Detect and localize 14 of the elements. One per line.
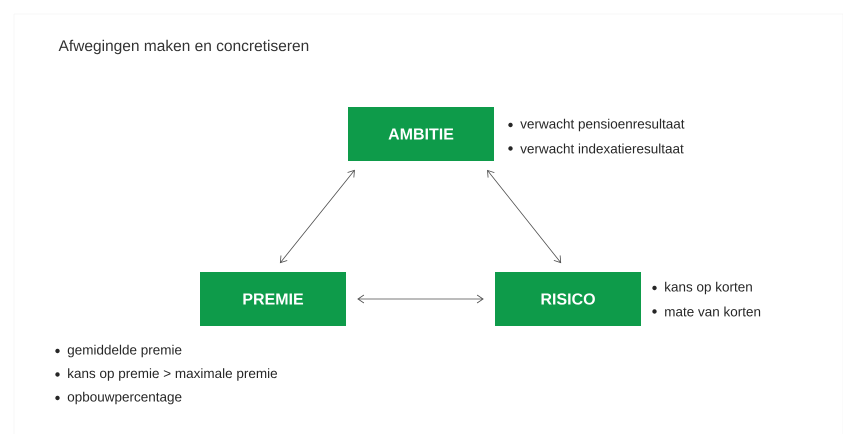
label-box: RISICO xyxy=(495,272,641,326)
bullet-text: verwacht pensioenresultaat xyxy=(520,118,684,132)
double-arrow xyxy=(487,170,562,264)
label-box: AMBITIE xyxy=(348,107,494,161)
bullet-text: kans op korten xyxy=(665,282,752,294)
label-box: PREMIE xyxy=(200,272,346,326)
bullet-text: kans op premie > maximale premie xyxy=(68,368,278,381)
title: Afwegingen maken en concretiseren xyxy=(58,40,308,54)
bullet-text: opbouwpercentage xyxy=(68,392,182,404)
bullet-text: gemiddelde premie xyxy=(68,344,182,358)
bullet-text: mate van korten xyxy=(665,306,760,316)
double-arrow xyxy=(280,170,355,264)
bullet-text: verwacht indexatieresultaat xyxy=(520,144,684,154)
double-arrow xyxy=(357,294,484,304)
